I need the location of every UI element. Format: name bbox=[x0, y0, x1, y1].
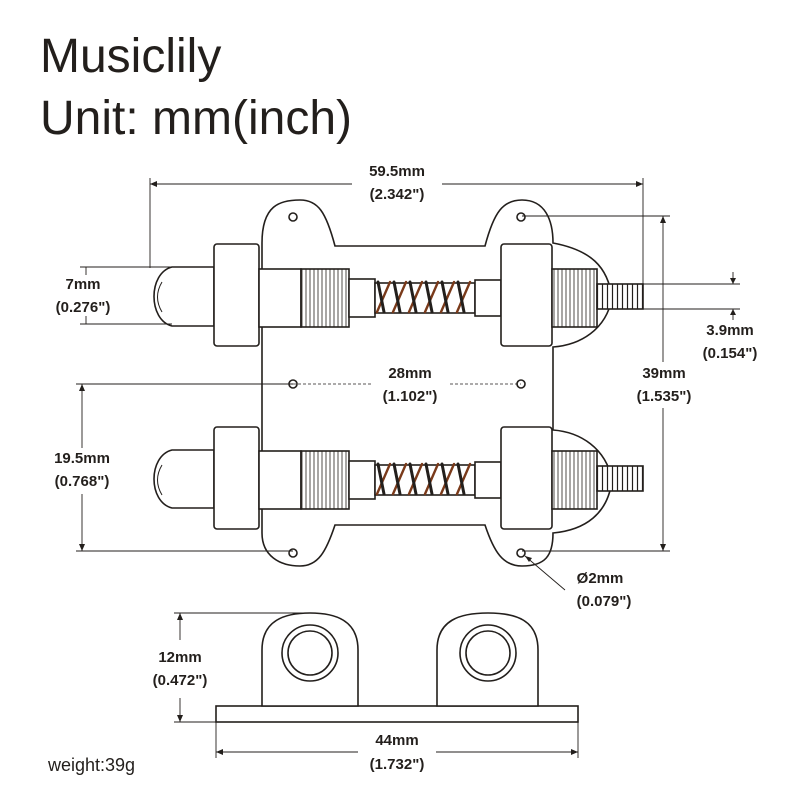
saddle-block bbox=[213, 426, 260, 530]
rear-block bbox=[500, 243, 553, 347]
overall-height-mm: 39mm bbox=[642, 365, 685, 382]
saddle-shaft bbox=[258, 268, 302, 328]
shaft-collar bbox=[348, 278, 376, 318]
side-height-inch: (0.472") bbox=[153, 672, 208, 689]
saddle-tip bbox=[153, 266, 215, 327]
rear-block bbox=[500, 426, 553, 530]
rear-knurled-nut bbox=[551, 450, 598, 510]
spring bbox=[375, 280, 472, 314]
unit-label: Unit: mm(inch) bbox=[40, 92, 353, 145]
side-base bbox=[215, 705, 579, 723]
side-view bbox=[215, 612, 579, 723]
saddle-bottom bbox=[153, 426, 644, 530]
saddle-tip bbox=[153, 449, 215, 509]
shaft-collar bbox=[348, 460, 376, 500]
side-height-mm: 12mm bbox=[158, 649, 201, 666]
saddle-block bbox=[213, 243, 260, 347]
base-plate bbox=[261, 199, 613, 567]
hole-spacing-inch: (1.102") bbox=[383, 388, 438, 405]
rear-collar bbox=[474, 461, 502, 499]
post-diameter-mm: 7mm bbox=[65, 276, 100, 293]
rear-collar bbox=[474, 279, 502, 317]
saddle-top bbox=[153, 243, 644, 347]
screw-diameter-inch: (0.154") bbox=[703, 345, 758, 362]
hole-diameter-inch: (0.079") bbox=[577, 593, 632, 610]
side-length-mm: 44mm bbox=[375, 732, 418, 749]
hole-diameter-mm: Ø2mm bbox=[577, 570, 624, 587]
mount-hole bbox=[516, 548, 526, 558]
spring bbox=[375, 462, 472, 496]
overall-height-inch: (1.535") bbox=[637, 388, 692, 405]
knurled-nut bbox=[300, 450, 350, 510]
adjust-screw bbox=[596, 465, 644, 492]
mount-hole bbox=[288, 548, 298, 558]
overall-width-mm: 59.5mm bbox=[369, 163, 425, 180]
post-diameter-inch: (0.276") bbox=[56, 299, 111, 316]
knurled-nut bbox=[300, 268, 350, 328]
brand-title: Musiclily bbox=[40, 30, 222, 83]
hole-spacing-mm: 28mm bbox=[388, 365, 431, 382]
adjust-screw bbox=[596, 283, 644, 310]
side-length-inch: (1.732") bbox=[370, 756, 425, 773]
dimension-labels: 59.5mm (2.342") 7mm (0.276") 3.9mm (0.15… bbox=[42, 160, 757, 779]
post-spacing-mm: 19.5mm bbox=[54, 450, 110, 467]
post-spacing-inch: (0.768") bbox=[55, 473, 110, 490]
saddle-shaft bbox=[258, 450, 302, 510]
mount-hole bbox=[516, 212, 526, 222]
screw-diameter-mm: 3.9mm bbox=[706, 322, 754, 339]
rear-knurled-nut bbox=[551, 268, 598, 328]
weight-label: weight:39g bbox=[48, 755, 136, 775]
overall-width-inch: (2.342") bbox=[370, 186, 425, 203]
mount-hole bbox=[288, 212, 298, 222]
